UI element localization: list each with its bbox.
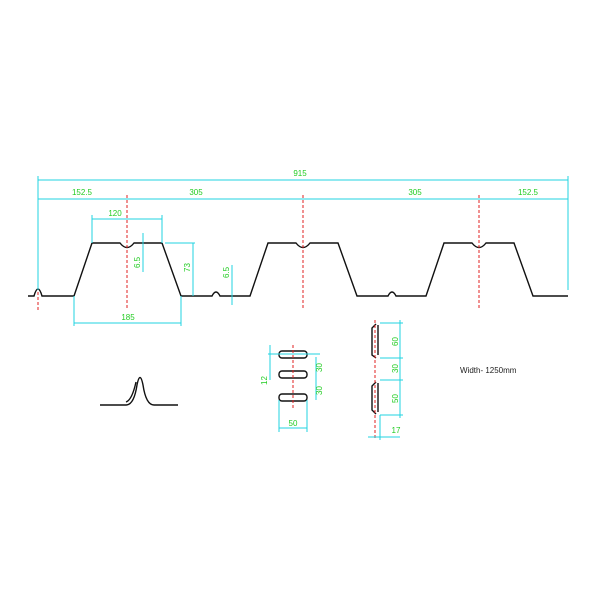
dim-side-emboss-offset: 17 [392,426,401,435]
dim-edge-left: 152.5 [72,188,93,197]
dim-side-emboss-gap: 30 [391,364,400,373]
dim-rib-height: 73 [183,263,192,272]
dim-emboss-length: 50 [289,419,298,428]
dim-pitch-2: 305 [408,188,422,197]
dimension-lines [37,176,569,326]
dim-pitch-1: 305 [189,188,203,197]
dim-pan-stiffener: 6.5 [222,266,231,278]
dim-side-emboss-bottom: 50 [391,394,400,403]
dim-stiffener-depth: 6.5 [133,256,142,268]
width-note: Width- 1250mm [460,366,517,375]
dim-rib-top-width: 120 [108,209,122,218]
dim-emboss-spacing-1: 30 [315,363,324,372]
dim-rib-bottom-width: 185 [121,313,135,322]
dim-overall-width: 915 [293,169,307,178]
dim-edge-right: 152.5 [518,188,539,197]
emboss-side-view [368,320,403,440]
rib-centerlines [37,195,480,310]
dim-side-emboss-top: 60 [391,337,400,346]
deck-profile [28,242,568,297]
dim-emboss-spacing-2: 30 [315,386,324,395]
dim-emboss-height: 12 [260,376,269,385]
emboss-plan-view [268,345,320,432]
stiffener-detail [100,376,178,406]
